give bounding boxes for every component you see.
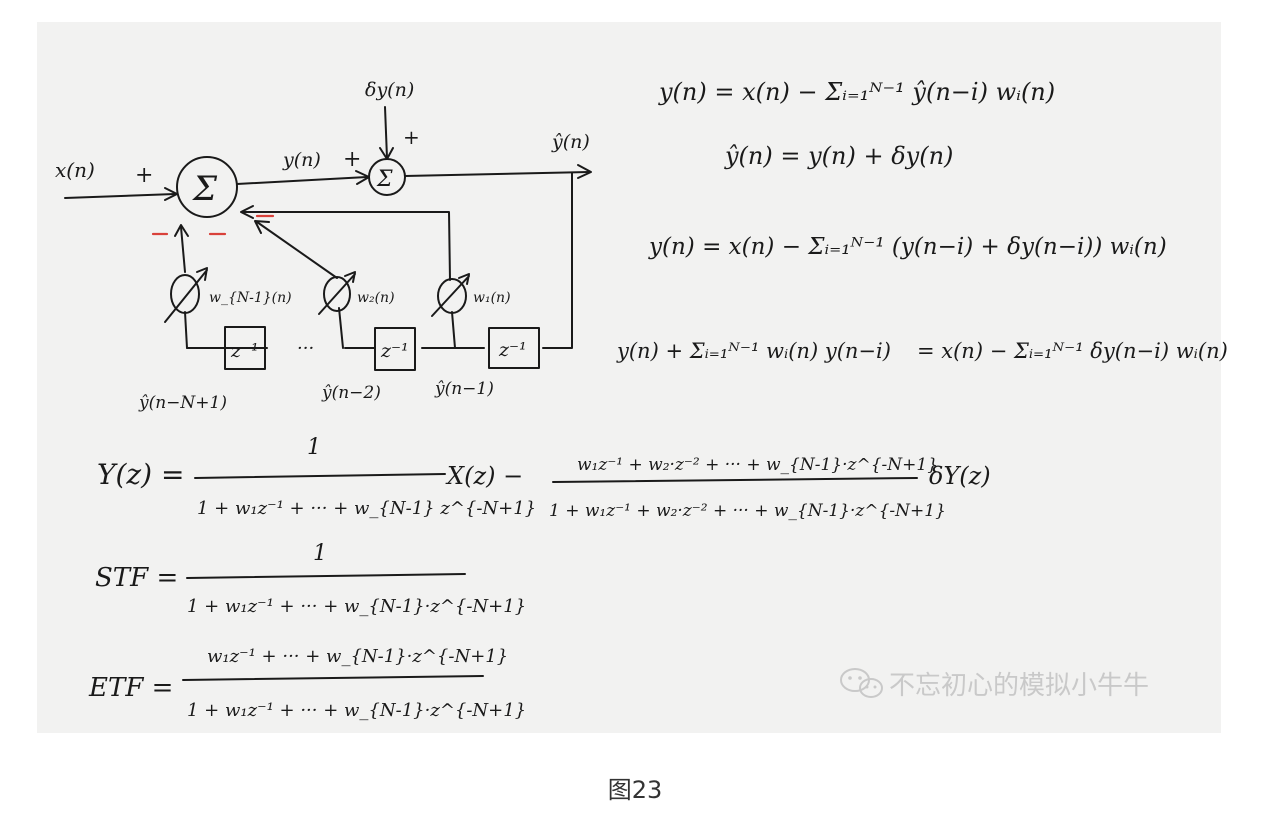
y-label: y(n): [282, 149, 321, 171]
input-label: x(n): [55, 158, 95, 182]
delay-box-3: [224, 326, 266, 370]
weight-label-2: w₂(n): [357, 290, 395, 306]
tap-wire-3: [180, 226, 188, 349]
plus-sign-1: +: [135, 163, 153, 188]
note-svg: x(n) + Σ y(n) + Σ δy(n) + ŷ(n) z⁻¹ ··· z…: [55, 78, 1228, 721]
stf-lhs: STF =: [95, 563, 178, 593]
tap-arrow-2: [254, 220, 270, 234]
etf-lhs: ETF =: [88, 673, 173, 703]
delay-label-3: z⁻¹: [230, 340, 259, 362]
feedback-vertical: [542, 172, 573, 349]
stf-den: 1 + w₁z⁻¹ + ··· + w_{N-1}·z^{-N+1}: [187, 596, 526, 617]
equation-4-lhs: y(n) + Σᵢ₌₁ᴺ⁻¹ wᵢ(n) y(n−i): [616, 339, 891, 363]
delay-box-1: [488, 327, 540, 369]
equation-1: y(n) = x(n) − Σᵢ₌₁ᴺ⁻¹ ŷ(n−i) wᵢ(n): [658, 78, 1055, 106]
plus-sign-2: +: [343, 147, 361, 172]
plus-sign-3: +: [403, 125, 420, 149]
wechat-icon: [840, 668, 883, 698]
equation-3: y(n) = x(n) − Σᵢ₌₁ᴺ⁻¹ (y(n−i) + δy(n−i))…: [648, 234, 1167, 260]
equations-right: y(n) = x(n) − Σᵢ₌₁ᴺ⁻¹ ŷ(n−i) wᵢ(n) ŷ(n) …: [616, 78, 1228, 363]
tap-wire-2: [256, 221, 344, 349]
Yz-num-1: 1: [307, 435, 321, 460]
tap-label-3: ŷ(n−N+1): [138, 393, 227, 413]
Yz-den-1: 1 + w₁z⁻¹ + ··· + w_{N-1} z^{-N+1}: [197, 498, 536, 519]
block-diagram: x(n) + Σ y(n) + Σ δy(n) + ŷ(n) z⁻¹ ··· z…: [55, 79, 592, 413]
tap-label-1: ŷ(n−1): [434, 379, 494, 399]
equation-2: ŷ(n) = y(n) + δy(n): [724, 142, 953, 170]
Yz-den-2: 1 + w₁z⁻¹ + w₂·z⁻² + ··· + w_{N-1}·z^{-N…: [549, 501, 946, 521]
summer-1: [176, 156, 238, 218]
etf-num: w₁z⁻¹ + ··· + w_{N-1}·z^{-N+1}: [207, 646, 508, 667]
etf-equation: ETF = w₁z⁻¹ + ··· + w_{N-1}·z^{-N+1} 1 +…: [88, 646, 526, 721]
weight-circle-1: [437, 278, 467, 314]
Yz-fraction-bar-2: [552, 477, 918, 483]
stf-fraction-bar: [186, 573, 466, 579]
tap-arrow-3: [174, 224, 189, 237]
etf-den: 1 + w₁z⁻¹ + ··· + w_{N-1}·z^{-N+1}: [187, 700, 526, 721]
summer-1-sigma: Σ: [191, 169, 218, 209]
output-wire: [404, 171, 590, 177]
figure-caption: 图23: [607, 776, 663, 804]
tap-wire-1: [242, 211, 456, 349]
etf-fraction-bar: [182, 675, 484, 681]
watermark: 不忘初心的模拟小牛牛: [840, 668, 1149, 701]
delay-box-2: [374, 327, 416, 371]
weight-adapt-arrow-3: [164, 267, 208, 323]
y-wire: [236, 176, 368, 185]
ellipsis: ···: [297, 338, 314, 359]
dither-arrowhead: [379, 147, 394, 160]
weight-label-1: w₁(n): [473, 290, 511, 306]
Yz-fraction-bar-1: [194, 473, 446, 479]
stf-equation: STF = 1 1 + w₁z⁻¹ + ··· + w_{N-1}·z^{-N+…: [95, 541, 526, 617]
dither-wire: [384, 106, 388, 159]
tap-arrow-1: [240, 205, 254, 219]
delay-label-2: z⁻¹: [380, 340, 409, 362]
weight-circle-2: [323, 276, 351, 312]
stf-num: 1: [313, 541, 327, 566]
Yz-mid: X(z) −: [445, 462, 523, 490]
yhat-label: ŷ(n): [551, 131, 590, 153]
weight-adapt-arrow-2: [318, 271, 356, 315]
weight-label-3: w_{N-1}(n): [209, 290, 292, 306]
handwritten-note-image: x(n) + Σ y(n) + Σ δy(n) + ŷ(n) z⁻¹ ··· z…: [37, 22, 1228, 733]
Yz-num-2: w₁z⁻¹ + w₂·z⁻² + ··· + w_{N-1}·z^{-N+1}: [577, 455, 938, 475]
weight-adapt-arrow-1: [431, 273, 470, 317]
equation-4-rhs: = x(n) − Σᵢ₌₁ᴺ⁻¹ δy(n−i) wᵢ(n): [917, 339, 1228, 363]
delay-label-1: z⁻¹: [498, 339, 527, 361]
weight-circle-3: [170, 274, 200, 314]
Yz-lhs: Y(z) =: [97, 458, 184, 491]
transfer-equation: Y(z) = 1 1 + w₁z⁻¹ + ··· + w_{N-1} z^{-N…: [97, 435, 991, 521]
output-arrowhead: [577, 164, 592, 179]
tap-label-2: ŷ(n−2): [321, 383, 381, 403]
summer-2-sigma: Σ: [376, 167, 393, 192]
dither-label: δy(n): [365, 79, 414, 101]
input-wire: [64, 193, 176, 199]
Yz-tail: δY(z): [929, 462, 991, 490]
watermark-text: 不忘初心的模拟小牛牛: [889, 671, 1149, 701]
